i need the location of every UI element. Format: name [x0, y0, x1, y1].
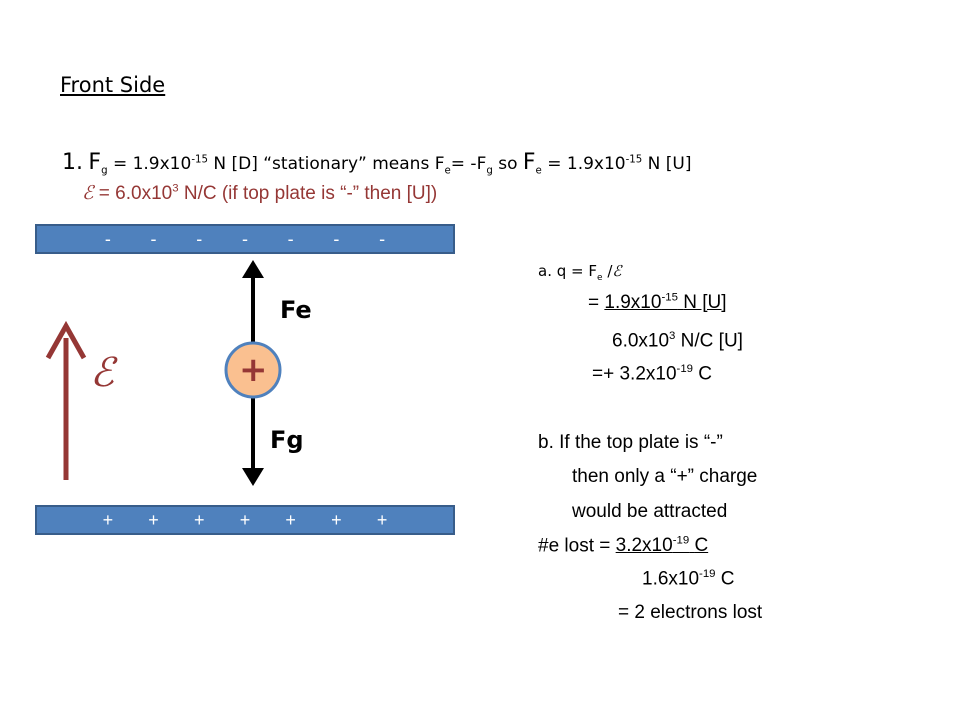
field-value: = 6.0x10 [98, 183, 173, 204]
field-arrow-icon [45, 320, 87, 480]
part-a-result: =+ 3.2x10-19 C [592, 363, 712, 385]
charge-icon [224, 341, 282, 399]
fg-subscript: g [101, 165, 108, 177]
part-a-result-exponent: -19 [676, 363, 693, 375]
fe-label: Fe [280, 296, 312, 324]
page-heading: Front Side [60, 73, 166, 97]
electrons-lost-numerator-unit: C [694, 535, 709, 557]
part-a-numerator: = 1.9x10-15 N [U] [588, 292, 726, 314]
fe-symbol: F [522, 150, 536, 175]
fe-value: = 1.9x10 [547, 154, 626, 174]
so-text: so [498, 154, 518, 174]
fe-subscript-1: e [444, 165, 451, 177]
plate-sign: + [285, 509, 296, 530]
part-b-line-2: then only a “+” charge [572, 466, 758, 487]
fg-value: = 1.9x10 [112, 154, 192, 174]
plate-sign: - [196, 228, 203, 249]
plate-sign: + [331, 509, 342, 530]
electron-charge-exponent: -19 [699, 568, 716, 580]
problem-number: 1. [62, 150, 83, 175]
part-a-numerator-mantissa: 1.9x10 [604, 292, 662, 314]
fg-description: N [D] “stationary” means F [213, 154, 445, 174]
electrons-lost-numerator-exponent: -19 [672, 535, 690, 547]
plate-sign: + [102, 509, 114, 530]
problem-line-1: 1. Fg = 1.9x10-15 N [D] “stationary” mea… [62, 150, 692, 176]
fe-exponent: -15 [625, 154, 643, 166]
electrons-lost-numerator-mantissa: 3.2x10 [615, 535, 673, 557]
part-a-slash: / [607, 262, 613, 280]
fg-exponent: -15 [191, 154, 208, 166]
plate-sign: - [379, 228, 386, 249]
electron-charge-mantissa: 1.6x10 [642, 568, 700, 590]
part-a-denominator-exponent: 3 [669, 330, 676, 342]
part-b-line-3: would be attracted [572, 501, 728, 522]
problem-line-2: ℰ = 6.0x103 N/C (if top plate is “-” the… [82, 182, 437, 205]
fg-label: Fg [270, 426, 304, 454]
plate-sign: - [150, 228, 157, 249]
part-a-numerator-value: 1.9x10-15 N [U] [604, 292, 726, 313]
bottom-plate: + + + + + + + [35, 505, 455, 535]
charge-sign: + [239, 350, 268, 390]
field-symbol: ℰ [82, 182, 94, 204]
plate-sign: - [241, 228, 248, 249]
part-b-line-4: #e lost = 3.2x10-19 C [538, 535, 708, 557]
plate-sign: + [239, 509, 251, 530]
fg-symbol: F [88, 150, 102, 175]
part-a-denominator: 6.0x103 N/C [U] [612, 330, 743, 352]
part-b-line-5: 1.6x10-19 C [642, 568, 735, 590]
part-a-equals: = [588, 292, 600, 314]
part-a-formula: a. q = Fe /ℰ [538, 262, 621, 283]
field-label: ℰ [90, 350, 115, 396]
plate-sign: - [104, 228, 111, 249]
part-a-denominator-unit: N/C [U] [680, 330, 743, 352]
part-a-numerator-unit: N [U] [683, 292, 727, 314]
field-exponent: 3 [172, 182, 179, 195]
plate-sign: - [333, 228, 340, 249]
part-a-subscript: e [596, 273, 603, 283]
plate-sign: + [148, 509, 159, 530]
plate-sign: + [194, 509, 205, 530]
fe-subscript-2: e [535, 165, 542, 177]
electron-charge-unit: C [720, 568, 735, 590]
field-note: N/C (if top plate is “-” then [U]) [183, 183, 438, 204]
fg-arrow-icon [242, 398, 264, 486]
part-a-numerator-exponent: -15 [661, 292, 678, 304]
top-plate: - - - - - - - [35, 224, 455, 254]
fe-arrow-icon [242, 260, 264, 342]
equality-text: = -F [450, 154, 487, 174]
fe-direction: N [U] [647, 154, 692, 174]
plate-sign: - [287, 228, 294, 249]
electrons-lost-label: #e lost = [538, 535, 611, 557]
part-a-field-symbol: ℰ [612, 262, 622, 280]
fg-subscript-2: g [486, 165, 493, 177]
part-a-result-mantissa: =+ 3.2x10 [592, 363, 677, 385]
plate-sign: + [376, 509, 388, 530]
electrons-lost-numerator: 3.2x10-19 C [616, 535, 709, 556]
part-a-prefix: a. q = F [538, 262, 597, 280]
part-b-line-6: = 2 electrons lost [618, 602, 763, 623]
part-a-denominator-mantissa: 6.0x10 [612, 330, 670, 352]
part-a-result-unit: C [698, 363, 713, 385]
part-b-line-1: b. If the top plate is “-” [538, 432, 723, 453]
